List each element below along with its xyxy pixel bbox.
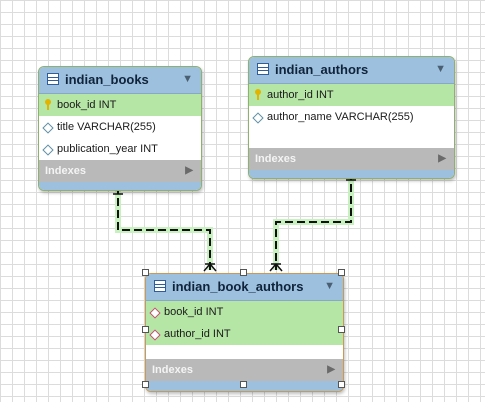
resize-handle-bottom-left[interactable]: [142, 381, 149, 388]
table-indian-book-authors[interactable]: indian_book_authors ▼ book_id INT author…: [145, 273, 344, 392]
column-label: author_id INT: [267, 89, 334, 101]
collapse-arrow-icon[interactable]: ▼: [435, 63, 446, 75]
primary-key-icon: [255, 89, 261, 100]
column-diamond-icon: [42, 122, 54, 134]
table-icon: [154, 280, 166, 292]
table-icon: [257, 63, 269, 75]
table-icon: [47, 73, 59, 85]
resize-handle-bottom-center[interactable]: [240, 381, 247, 388]
table-name: indian_books: [65, 72, 149, 87]
column-label: book_id INT: [164, 306, 224, 318]
column-label: title VARCHAR(255): [57, 121, 156, 133]
indexes-label: Indexes: [45, 165, 86, 177]
table-name: indian_book_authors: [172, 279, 304, 294]
collapse-arrow-icon[interactable]: ▼: [182, 73, 193, 85]
column-row[interactable]: publication_year INT: [39, 138, 201, 160]
indexes-label: Indexes: [255, 153, 296, 165]
column-diamond-icon: [252, 112, 264, 124]
expand-right-arrow-icon[interactable]: ▶: [438, 153, 446, 164]
column-row[interactable]: title VARCHAR(255): [39, 116, 201, 138]
table-header[interactable]: indian_authors ▼: [249, 57, 454, 84]
column-row[interactable]: author_id INT: [146, 323, 343, 345]
resize-handle-middle-left[interactable]: [142, 326, 149, 333]
foreign-key-diamond-icon: [149, 329, 161, 341]
table-name: indian_authors: [275, 62, 369, 77]
table-header[interactable]: indian_books ▼: [39, 67, 201, 94]
table-indian-books[interactable]: indian_books ▼ book_id INT title VARCHAR…: [38, 66, 202, 191]
column-diamond-icon: [42, 144, 54, 156]
resize-handle-top-right[interactable]: [338, 269, 345, 276]
table-header[interactable]: indian_book_authors ▼: [146, 274, 343, 301]
column-label: author_id INT: [164, 328, 231, 340]
column-row[interactable]: author_name VARCHAR(255): [249, 106, 454, 128]
collapse-arrow-icon[interactable]: ▼: [324, 280, 335, 292]
column-label: book_id INT: [57, 99, 117, 111]
table-footer: [39, 182, 201, 190]
resize-handle-middle-right[interactable]: [338, 326, 345, 333]
column-row[interactable]: book_id INT: [146, 301, 343, 323]
foreign-key-diamond-icon: [149, 307, 161, 319]
table-indian-authors[interactable]: indian_authors ▼ author_id INT author_na…: [248, 56, 455, 179]
resize-handle-top-center[interactable]: [240, 269, 247, 276]
primary-key-icon: [45, 99, 51, 110]
relationship-books-to-book-authors[interactable]: [113, 186, 217, 272]
column-spacer: [249, 128, 454, 148]
column-spacer: [146, 345, 343, 359]
column-label: publication_year INT: [57, 143, 158, 155]
table-footer: [249, 170, 454, 178]
column-row[interactable]: book_id INT: [39, 94, 201, 116]
indexes-section[interactable]: Indexes ▶: [39, 160, 201, 182]
indexes-section[interactable]: Indexes ▶: [249, 148, 454, 170]
indexes-label: Indexes: [152, 364, 193, 376]
relationship-authors-to-book-authors[interactable]: [269, 172, 356, 272]
expand-right-arrow-icon[interactable]: ▶: [185, 165, 193, 176]
column-row[interactable]: author_id INT: [249, 84, 454, 106]
resize-handle-top-left[interactable]: [142, 269, 149, 276]
column-label: author_name VARCHAR(255): [267, 111, 414, 123]
resize-handle-bottom-right[interactable]: [338, 381, 345, 388]
expand-right-arrow-icon[interactable]: ▶: [327, 364, 335, 375]
indexes-section[interactable]: Indexes ▶: [146, 359, 343, 381]
